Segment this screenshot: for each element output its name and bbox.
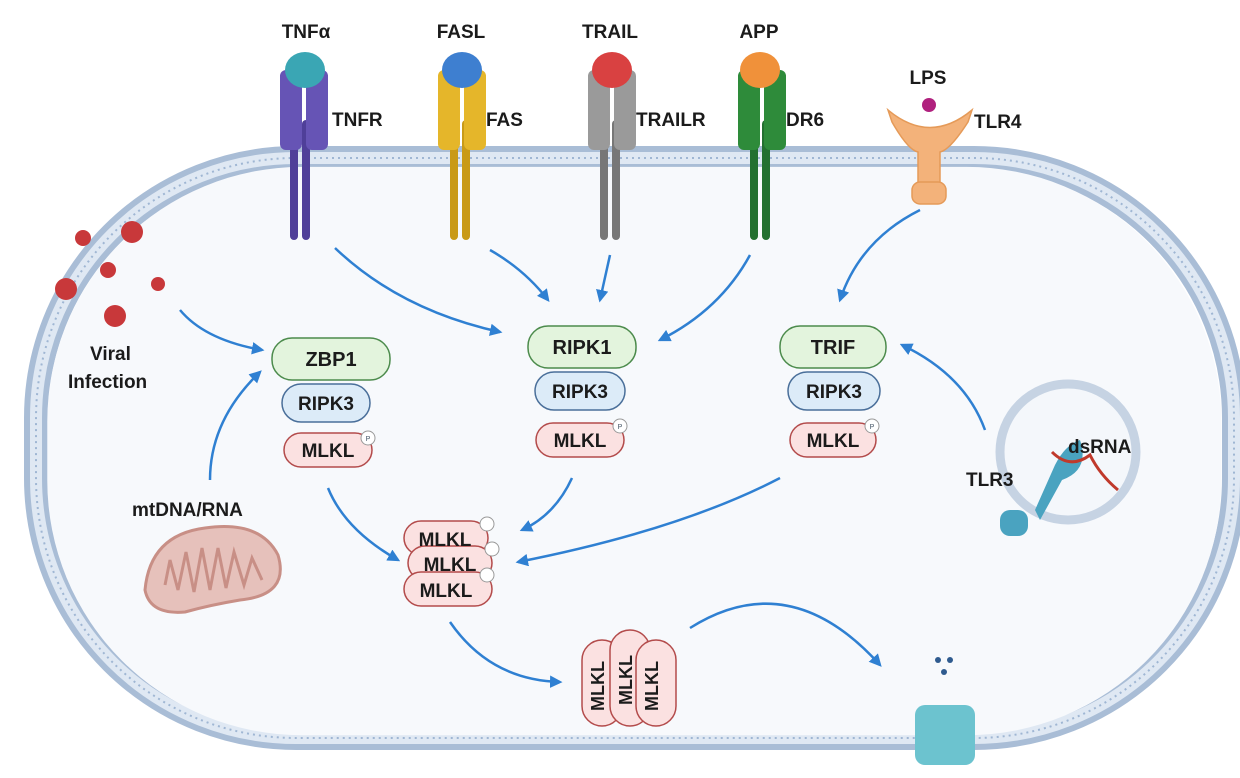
mlkl-pill-right bbox=[789, 422, 877, 458]
mlkl-oligomer: MLKL MLKL MLKL bbox=[403, 516, 500, 607]
mlkl-label-left: MLKL bbox=[302, 441, 355, 462]
tnfr-receptor bbox=[280, 52, 328, 240]
ripk3-pill-center bbox=[534, 371, 626, 411]
app-label: APP bbox=[739, 22, 778, 43]
mitochondrion bbox=[143, 525, 282, 614]
oligomer-mlkl-2: MLKL bbox=[424, 555, 477, 576]
mlkl-pill-left bbox=[283, 432, 373, 468]
tlr3-receptor bbox=[1000, 440, 1119, 536]
dsrna-label: dsRNA bbox=[1068, 437, 1132, 458]
left-complex: ZBP1 RIPK3 MLKL P bbox=[271, 337, 391, 468]
trailr-label: TRAILR bbox=[636, 110, 706, 131]
signal-arrows bbox=[179, 208, 987, 688]
ripk1-label: RIPK1 bbox=[553, 337, 612, 359]
fasl-ligand bbox=[442, 52, 482, 88]
mlkl-label-center: MLKL bbox=[554, 431, 607, 452]
tlr4-label: TLR4 bbox=[974, 112, 1022, 133]
ripk1-pill bbox=[527, 325, 637, 369]
dsrna-strand bbox=[1050, 450, 1119, 492]
fas-label: FAS bbox=[486, 110, 523, 131]
ripk3-pill-right bbox=[787, 371, 881, 411]
app-ligand bbox=[740, 52, 780, 88]
fasl-label: FASL bbox=[437, 22, 486, 43]
cell-membrane bbox=[24, 146, 1240, 750]
viral-label-line2: Infection bbox=[68, 372, 147, 393]
pore-mlkl-3: MLKL bbox=[642, 661, 662, 711]
ripk3-label-center: RIPK3 bbox=[552, 382, 608, 403]
ion-channel bbox=[915, 657, 975, 765]
mlkl-pill-center bbox=[535, 422, 625, 458]
tlr3-label: TLR3 bbox=[966, 470, 1014, 491]
lps-molecule bbox=[922, 98, 936, 112]
trif-label: TRIF bbox=[811, 337, 855, 359]
mlkl-pore: MLKL MLKL MLKL bbox=[581, 629, 677, 727]
trail-ligand bbox=[592, 52, 632, 88]
trail-label: TRAIL bbox=[582, 22, 638, 43]
trif-pill bbox=[779, 325, 887, 369]
ripk3-label-left: RIPK3 bbox=[298, 394, 354, 415]
trailr-receptor bbox=[588, 52, 636, 240]
viral-label-line1: Viral bbox=[90, 344, 131, 365]
tnfa-ligand bbox=[285, 52, 325, 88]
mtdna-label: mtDNA/RNA bbox=[132, 500, 243, 521]
ripk3-label-right: RIPK3 bbox=[806, 382, 862, 403]
phospho-right: P bbox=[870, 424, 875, 431]
virus-particles bbox=[55, 221, 165, 327]
center-complex: RIPK1 RIPK3 MLKL P bbox=[527, 325, 637, 458]
pore-mlkl-2: MLKL bbox=[616, 655, 636, 705]
phospho-center: P bbox=[618, 424, 623, 431]
phospho-left: P bbox=[366, 436, 371, 443]
tlr4-receptor bbox=[886, 98, 974, 205]
tnfr-label: TNFR bbox=[332, 110, 383, 131]
mlkl-label-right: MLKL bbox=[807, 431, 860, 452]
zbp1-label: ZBP1 bbox=[305, 349, 356, 371]
fas-receptor bbox=[438, 52, 486, 240]
zbp1-pill bbox=[271, 337, 391, 381]
ripk3-pill-left bbox=[281, 383, 371, 423]
lps-label: LPS bbox=[910, 68, 947, 89]
pore-mlkl-1: MLKL bbox=[588, 661, 608, 711]
oligomer-mlkl-1: MLKL bbox=[419, 530, 472, 551]
right-complex: TRIF RIPK3 MLKL P bbox=[779, 325, 887, 458]
oligomer-mlkl-3: MLKL bbox=[420, 581, 473, 602]
dr6-label: DR6 bbox=[786, 110, 824, 131]
dr6-receptor bbox=[738, 52, 786, 240]
tnfa-label: TNFα bbox=[282, 22, 331, 43]
